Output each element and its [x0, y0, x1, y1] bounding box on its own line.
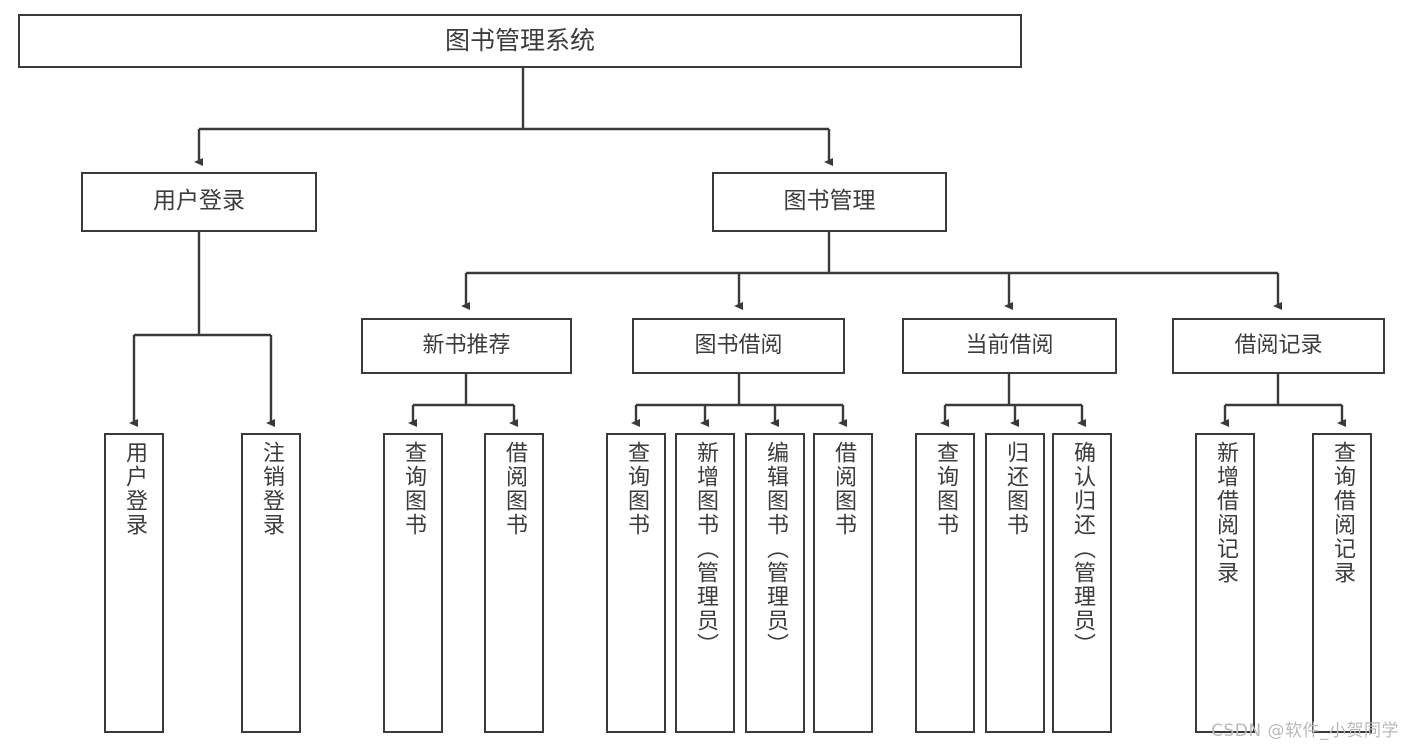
- node-label: 确认归还（管理员）: [1070, 441, 1095, 657]
- node-label: 借阅记录: [1234, 333, 1323, 359]
- node-label: 图书借阅: [694, 333, 783, 359]
- leaf-current-borrow-return-book[interactable]: 归还图书: [985, 433, 1045, 733]
- leaf-borrow-record-add-record[interactable]: 新增借阅记录: [1195, 433, 1255, 733]
- node-label: 查询图书: [624, 441, 649, 537]
- node-label: 新增图书（管理员）: [693, 441, 718, 657]
- node-label: 新书推荐: [422, 333, 511, 359]
- node-book-borrow[interactable]: 图书借阅: [632, 318, 845, 374]
- node-label: 查询借阅记录: [1330, 441, 1355, 585]
- node-label: 图书管理系统: [444, 26, 595, 56]
- node-root-book-management-system[interactable]: 图书管理系统: [18, 14, 1022, 68]
- node-label: 图书管理: [783, 188, 876, 215]
- node-label: 查询图书: [933, 441, 958, 537]
- leaf-user-login-logout[interactable]: 注销登录: [241, 433, 301, 733]
- leaf-book-borrow-borrow-book[interactable]: 借阅图书: [813, 433, 873, 733]
- leaf-book-borrow-edit-book-admin[interactable]: 编辑图书（管理员）: [745, 433, 805, 733]
- node-user-login[interactable]: 用户登录: [81, 172, 317, 232]
- leaf-new-book-query-book[interactable]: 查询图书: [383, 433, 443, 733]
- watermark: CSDN @软件_小贺同学: [1211, 721, 1399, 741]
- node-label: 查询图书: [401, 441, 426, 537]
- node-new-book-recommend[interactable]: 新书推荐: [361, 318, 572, 374]
- node-label: 归还图书: [1003, 441, 1028, 537]
- node-label: 编辑图书（管理员）: [763, 441, 788, 657]
- node-label: 新增借阅记录: [1213, 441, 1238, 585]
- node-current-borrow[interactable]: 当前借阅: [902, 318, 1117, 374]
- node-label: 当前借阅: [965, 333, 1054, 359]
- node-borrow-record[interactable]: 借阅记录: [1172, 318, 1385, 374]
- leaf-book-borrow-query-book[interactable]: 查询图书: [606, 433, 666, 733]
- node-label: 用户登录: [122, 441, 147, 537]
- node-book-management[interactable]: 图书管理: [712, 172, 947, 232]
- leaf-current-borrow-query-book[interactable]: 查询图书: [915, 433, 975, 733]
- node-label: 借阅图书: [502, 441, 527, 537]
- leaf-new-book-borrow-book[interactable]: 借阅图书: [484, 433, 544, 733]
- leaf-user-login-login[interactable]: 用户登录: [104, 433, 164, 733]
- node-label: 用户登录: [153, 188, 245, 215]
- leaf-borrow-record-query-record[interactable]: 查询借阅记录: [1312, 433, 1372, 733]
- node-label: 注销登录: [259, 441, 284, 537]
- node-label: 借阅图书: [831, 441, 856, 537]
- leaf-current-borrow-confirm-return-admin[interactable]: 确认归还（管理员）: [1052, 433, 1112, 733]
- leaf-book-borrow-add-book-admin[interactable]: 新增图书（管理员）: [675, 433, 735, 733]
